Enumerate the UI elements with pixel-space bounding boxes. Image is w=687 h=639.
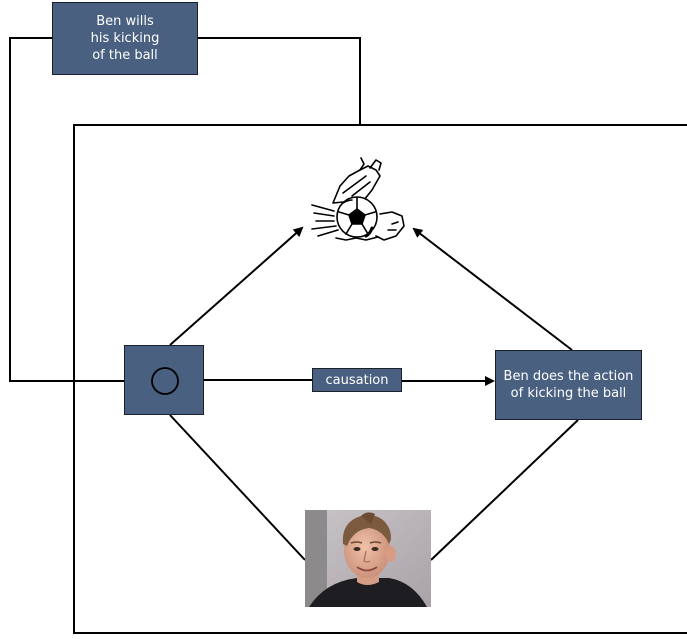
will-connector-right <box>198 37 361 125</box>
mind-to-person-line <box>169 414 306 561</box>
action-label: Ben does the action of kicking the ball <box>503 369 634 401</box>
action-box: Ben does the action of kicking the ball <box>495 350 642 420</box>
mind-to-ball-arrow <box>169 226 304 346</box>
soccer-kick-illustration-icon <box>311 157 405 241</box>
action-to-ball-arrow <box>412 227 573 351</box>
causation-box: causation <box>312 368 402 392</box>
mind-box <box>124 345 204 415</box>
action-to-person-line <box>430 419 579 561</box>
frame <box>73 124 687 634</box>
will-label: Ben wills his kicking of the ball <box>90 14 160 63</box>
will-box: Ben wills his kicking of the ball <box>52 2 198 75</box>
causation-label: causation <box>325 372 389 388</box>
circle-target-icon <box>151 367 179 395</box>
will-connector-left <box>9 37 124 382</box>
person-photo <box>305 510 431 607</box>
